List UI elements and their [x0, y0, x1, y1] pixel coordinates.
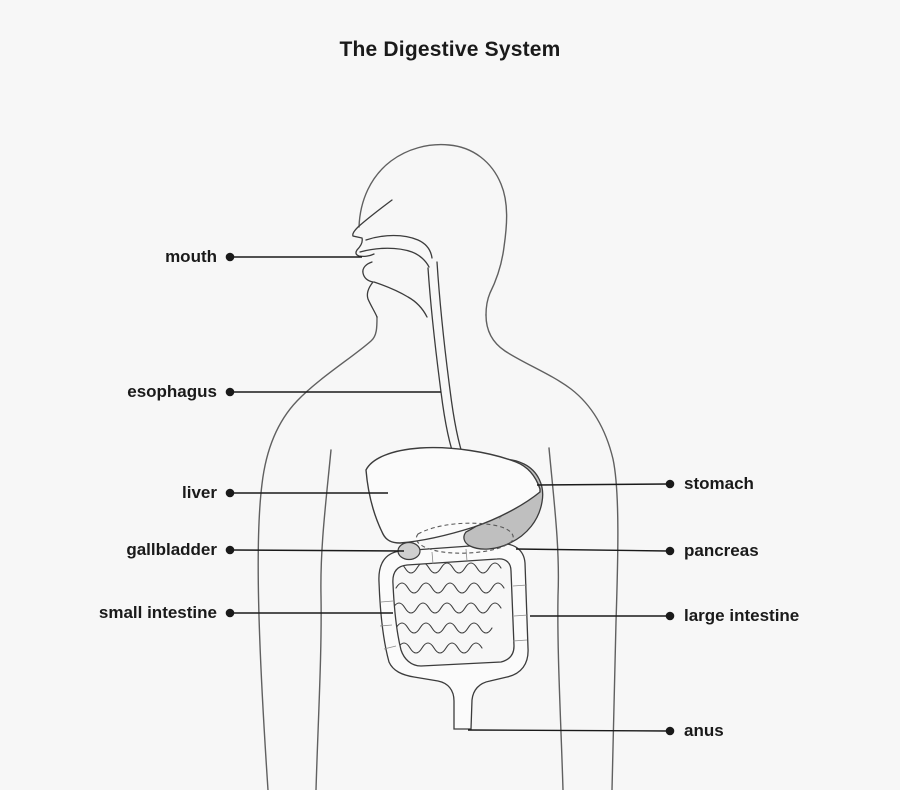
- liver-drawing: [365, 446, 541, 544]
- pancreas-drawing: [415, 522, 514, 554]
- label-dots: [225, 252, 675, 736]
- label-large-intestine: large intestine: [684, 606, 800, 625]
- label-pancreas: pancreas: [684, 541, 759, 560]
- mouth-drawing: [352, 199, 433, 318]
- label-stomach: stomach: [684, 474, 754, 493]
- large-intestine-drawing: [378, 543, 529, 730]
- esophagus-drawing: [427, 261, 465, 463]
- diagram-title: The Digestive System: [339, 38, 561, 61]
- body-outline: [257, 143, 619, 790]
- label-esophagus: esophagus: [127, 382, 217, 401]
- leader-lines: [231, 256, 669, 732]
- label-anus: anus: [684, 721, 724, 740]
- label-small-intestine: small intestine: [98, 603, 217, 622]
- label-mouth: mouth: [165, 247, 217, 266]
- label-liver: liver: [182, 483, 217, 502]
- label-gallbladder: gallbladder: [126, 540, 217, 559]
- small-intestine-drawing: [392, 562, 505, 654]
